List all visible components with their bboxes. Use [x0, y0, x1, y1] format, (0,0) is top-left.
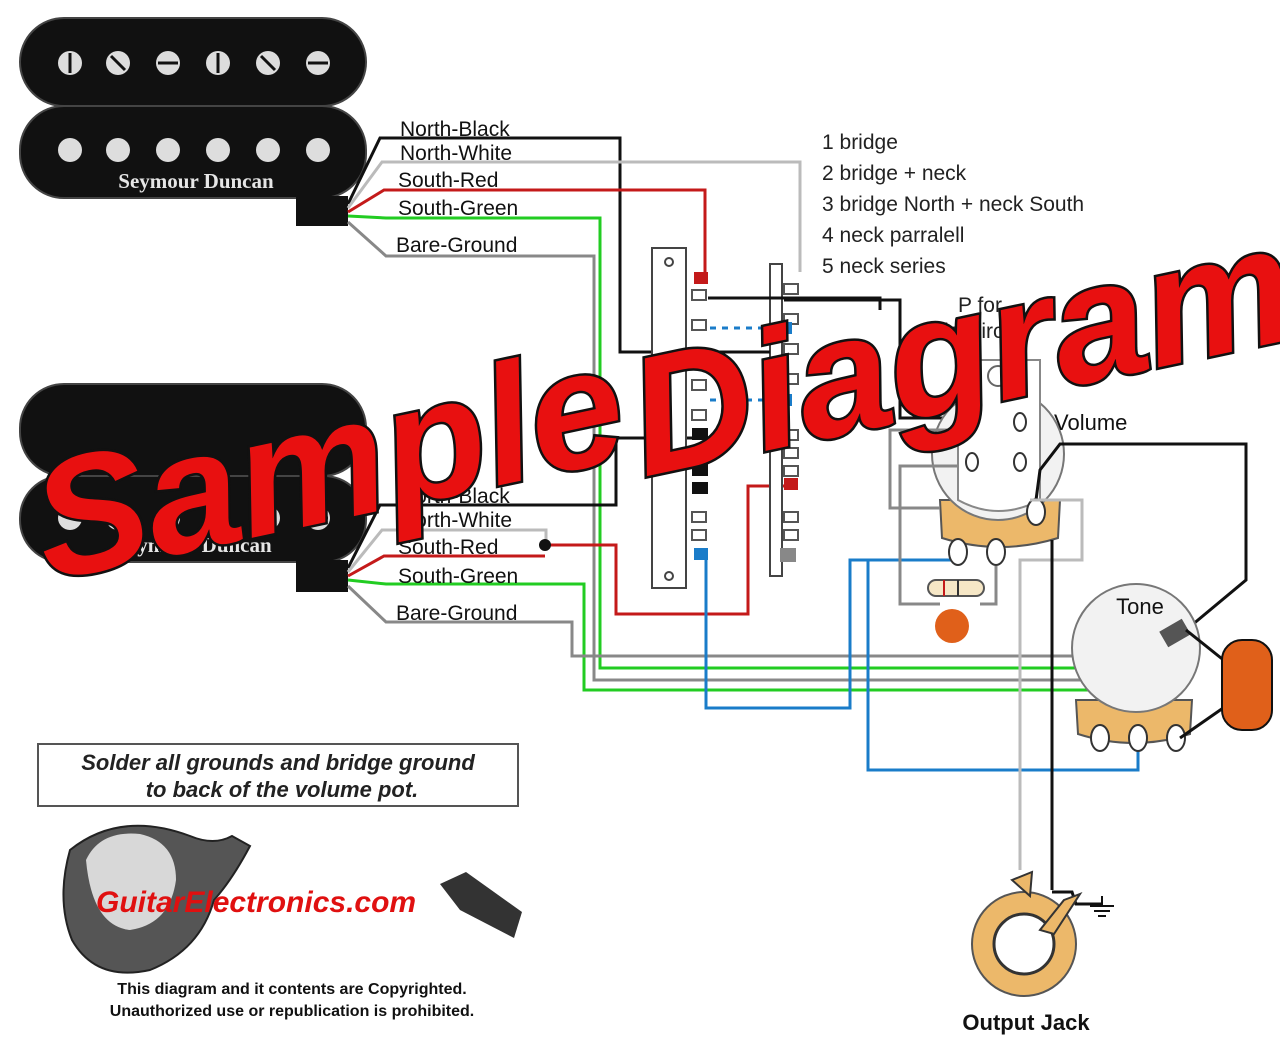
five-way-switch: [651, 247, 980, 589]
copyright-line-1: This diagram and it contents are Copyrig…: [117, 981, 466, 998]
switch-positions-legend: 1 bridge 2 bridge + neck 3 bridge North …: [822, 131, 1084, 343]
logo-text: GuitarElectronics.com: [96, 886, 416, 919]
output-jack-label: Output Jack: [962, 1010, 1090, 1035]
neck-wire-north-black: North-Black: [400, 485, 510, 508]
hot-wires: [704, 558, 1140, 772]
resistor-icon: [927, 579, 985, 597]
position-5: 5 neck series: [822, 255, 946, 278]
neck-pickup-poles: [58, 506, 330, 530]
treble-bleed-cap: [935, 609, 969, 643]
neck-wire-south-green: South-Green: [398, 565, 518, 588]
ground-note: Solder all grounds and bridge ground to …: [37, 743, 519, 807]
tone-label: Tone: [1116, 594, 1164, 619]
bridge-wire-south-green: South-Green: [398, 197, 518, 220]
treble-bleed-wires: [888, 428, 998, 606]
volume-to-tone-wires: [1018, 442, 1248, 870]
bridge-wire-north-white: North-White: [400, 142, 512, 165]
neck-pickup-brand: Seymour Duncan: [116, 533, 272, 557]
neck-pickup: Seymour Duncan: [19, 383, 367, 592]
neck-wire-south-red: South-Red: [398, 536, 498, 559]
logo: GuitarElectronics.com This diagram and i…: [62, 824, 522, 1020]
ground-note-line-1: Solder all grounds and bridge ground: [81, 750, 475, 775]
neck-wire-bare-ground: Bare-Ground: [396, 602, 517, 625]
position-1: 1 bridge: [822, 131, 898, 154]
ground-note-line-2: to back of the volume pot.: [146, 777, 419, 802]
bridge-wire-south-red: South-Red: [398, 169, 498, 192]
bridge-pickup-brand: Seymour Duncan: [118, 169, 274, 193]
neck-wire-north-white: North-White: [400, 509, 512, 532]
bridge-wire-north-black: North-Black: [400, 118, 510, 141]
tone-pot: Tone: [1071, 583, 1201, 752]
bridge-pickup-poles: [58, 138, 330, 162]
capacitor-icon: [1179, 628, 1273, 740]
bridge-wire-bare-ground: Bare-Ground: [396, 234, 517, 257]
position-4: 4 neck parralell: [822, 224, 964, 247]
position-3: 3 bridge North + neck South: [822, 193, 1084, 216]
sample-watermark: Sample Diagram: [14, 186, 1280, 619]
ground-symbol-icon: [1090, 896, 1114, 917]
guitar-silhouette-icon: [62, 824, 522, 974]
output-jack: Output Jack: [962, 540, 1102, 1035]
volume-label: Volume: [1054, 410, 1127, 435]
position-2: 2 bridge + neck: [822, 162, 967, 185]
partial-label-1: P for: [958, 294, 1002, 317]
copyright-line-2: Unauthorized use or republication is pro…: [110, 1003, 474, 1020]
bridge-pickup: Seymour Duncan: [19, 17, 367, 226]
partial-label-2: le Circ: [944, 320, 1004, 343]
